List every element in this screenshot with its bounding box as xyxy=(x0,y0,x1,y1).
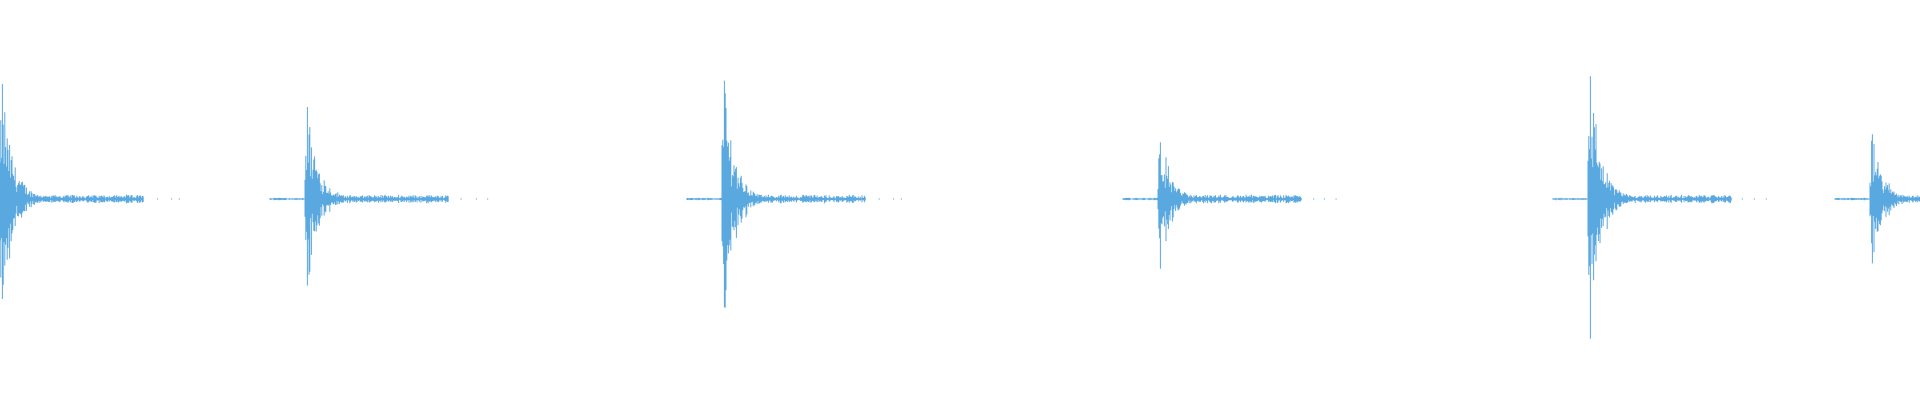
waveform-transient-3 xyxy=(686,80,902,308)
waveform-transient-2 xyxy=(269,107,489,286)
waveform-transient-path xyxy=(269,107,489,286)
waveform-transient-1 xyxy=(0,84,180,299)
waveform-transient-path xyxy=(0,84,180,299)
waveform-transient-6 xyxy=(1834,134,1920,264)
waveform-transient-5 xyxy=(1552,76,1767,339)
waveform-transient-path xyxy=(1834,134,1920,264)
waveform-transient-path xyxy=(1552,76,1767,339)
waveform-transient-path xyxy=(1122,142,1337,269)
waveform-transient-4 xyxy=(1122,142,1337,269)
waveform-transient-path xyxy=(686,80,902,308)
waveform-group xyxy=(0,76,1920,339)
